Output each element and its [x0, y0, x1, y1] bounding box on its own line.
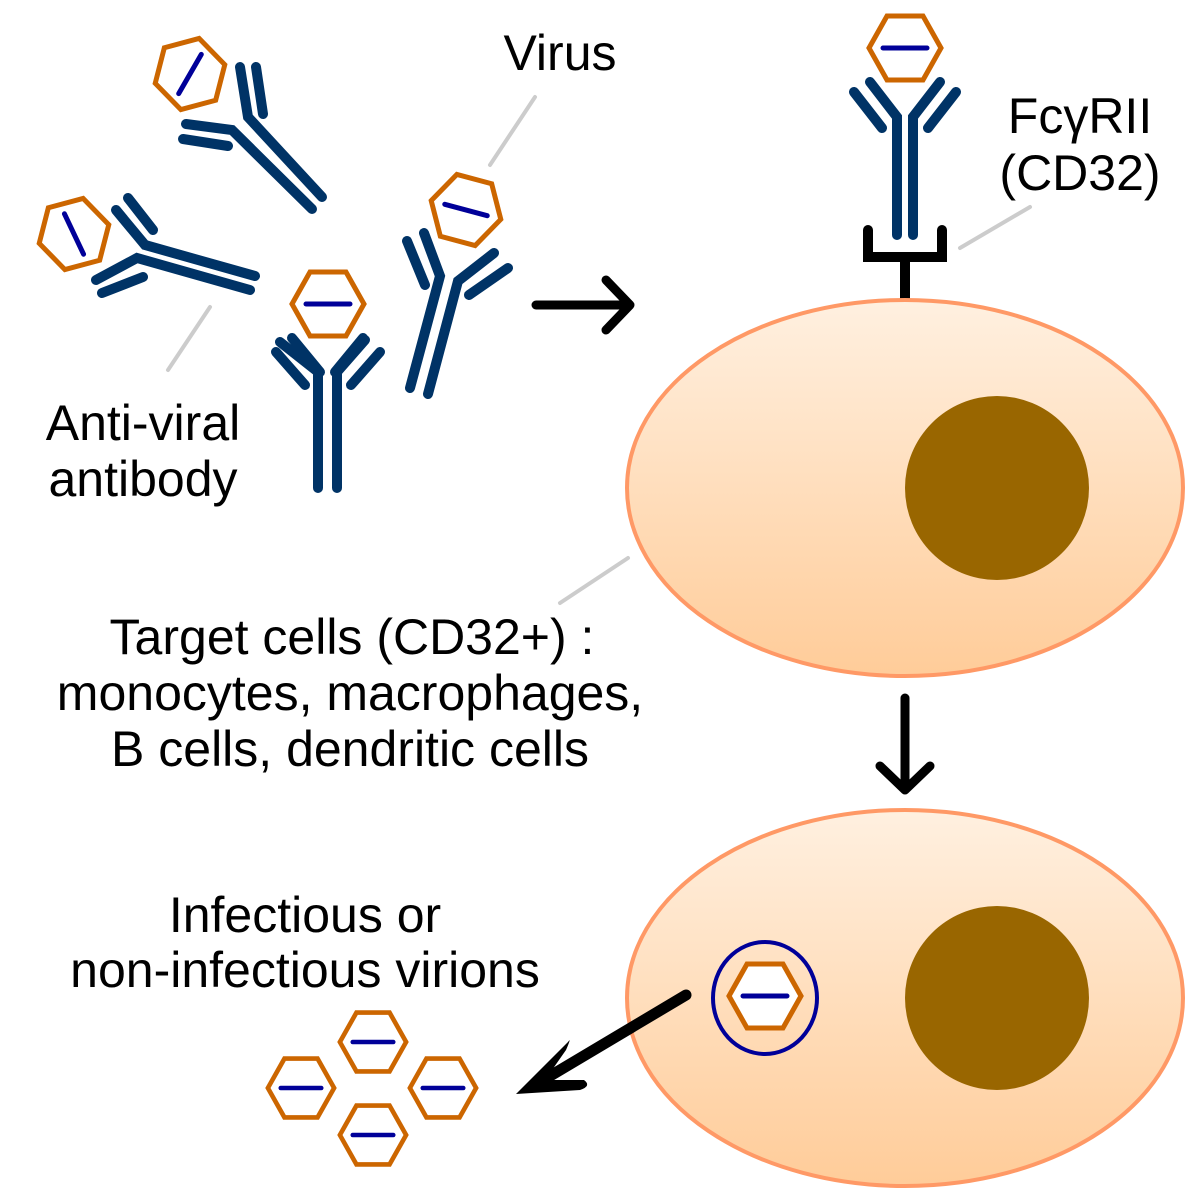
released-virions [268, 1013, 476, 1165]
internalized-virion-icon [729, 964, 801, 1028]
virus-leader-line [488, 95, 537, 167]
antibody-label-line1: Anti-viral [46, 395, 240, 451]
virion-icon [268, 1059, 334, 1118]
target-label-line3: B cells, dendritic cells [111, 721, 589, 777]
receptor-label-line2: (CD32) [999, 145, 1160, 201]
down-arrow-icon [875, 693, 935, 795]
antibody-leader-line [166, 305, 212, 372]
virions-label-line1: Infectious or [169, 887, 441, 943]
antibody-label-line2: antibody [48, 451, 237, 507]
right-arrow-icon [531, 275, 635, 335]
fc-receptor-icon [863, 225, 947, 302]
virus-label: Virus [503, 25, 616, 81]
infected-cell [625, 808, 1185, 1188]
target-label-line1: Target cells (CD32+) : [110, 609, 595, 665]
target-label-line2: monocytes, macrophages, [57, 665, 643, 721]
virions-label-line2: non-infectious virions [70, 942, 540, 998]
complex-2 [36, 193, 260, 298]
antibody-icon [402, 228, 513, 399]
complex-3 [271, 272, 385, 493]
virion-icon [340, 1013, 406, 1072]
virion-icon [152, 35, 228, 113]
bound-antibody-icon [849, 77, 961, 240]
nucleus [905, 396, 1089, 580]
virion-icon [36, 195, 112, 273]
receptor-label-line1: FcγRII [1008, 88, 1152, 144]
antibody-icon [91, 193, 260, 298]
target-cell [625, 298, 1185, 678]
bound-virion-icon [869, 16, 941, 80]
virion-icon [292, 272, 364, 336]
release-arrow-icon [516, 989, 692, 1094]
virion-icon [340, 1106, 406, 1165]
cell-leader-line [558, 556, 630, 605]
complex-1 [152, 35, 327, 214]
complex-4 [402, 171, 513, 399]
endosome [711, 940, 819, 1056]
nucleus [905, 906, 1089, 1090]
antibody-icon [178, 62, 327, 214]
virion-icon [410, 1059, 476, 1118]
receptor-leader-line [958, 205, 1032, 250]
virion-icon [428, 171, 504, 249]
antibody-icon [271, 333, 385, 493]
